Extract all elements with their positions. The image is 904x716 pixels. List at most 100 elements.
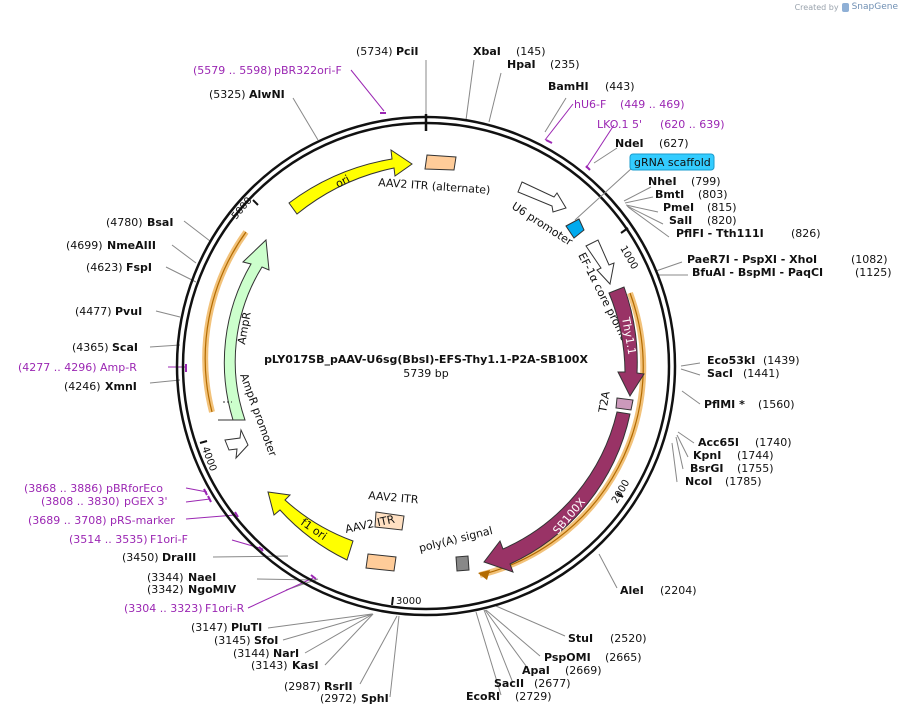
- enzyme-ncoi[interactable]: NcoI: [685, 475, 712, 488]
- ef1a-core-promoter-arrow[interactable]: [585, 239, 615, 286]
- enzyme-kasi[interactable]: KasI: [292, 659, 319, 672]
- enzyme-pos-draiii: (3450): [122, 551, 159, 564]
- enzyme-fspi[interactable]: FspI: [126, 261, 152, 274]
- enzyme-pluti[interactable]: PluTI: [231, 621, 262, 634]
- enzyme-pos-alei: (2204): [660, 584, 697, 597]
- primer-f1ori-f[interactable]: F1ori-F: [150, 533, 188, 546]
- enzyme-kpni[interactable]: KpnI: [693, 449, 721, 462]
- leader-lines: [149, 59, 701, 698]
- ori-feature-arrow[interactable]: [288, 148, 413, 215]
- f1-ori-feature-arrow[interactable]: [267, 491, 354, 561]
- enzyme-pos-acc65i: (1740): [755, 436, 792, 449]
- enzyme-sacii[interactable]: SacII: [494, 677, 524, 690]
- enzyme-bsai[interactable]: BsaI: [147, 216, 173, 229]
- enzyme-pos-nmeaiii: (4699): [66, 239, 103, 252]
- enzyme-ecori[interactable]: EcoRI: [466, 690, 500, 703]
- aav2-itr-block-2[interactable]: [365, 553, 397, 572]
- enzyme-pos-ndei: (627): [659, 137, 689, 150]
- ampr-promoter-arrow[interactable]: [224, 428, 249, 460]
- tick-label-3000: 3000: [396, 596, 421, 607]
- primer-prs-marker[interactable]: pRS-marker: [110, 514, 175, 527]
- primer-range-f1ori-r: (3304 .. 3323): [124, 602, 203, 615]
- t2a-label: T2A: [596, 390, 613, 415]
- primer-amp-r[interactable]: Amp-R: [100, 361, 137, 374]
- enzyme-naei[interactable]: NaeI: [188, 571, 216, 584]
- primer-f1ori-r[interactable]: F1ori-R: [205, 602, 245, 615]
- enzyme-nmeaiii[interactable]: NmeAIII: [107, 239, 156, 252]
- enzyme-ndei[interactable]: NdeI: [615, 137, 644, 150]
- primer-pbrforeco[interactable]: pBRforEco: [106, 482, 163, 495]
- enzyme-pos-paer7i-pspxi-xhoi: (1082): [851, 253, 888, 266]
- enzyme-pos-sphi: (2972): [320, 692, 357, 705]
- enzyme-stui[interactable]: StuI: [568, 632, 593, 645]
- grna-scaffold-tag[interactable]: [629, 153, 715, 171]
- enzyme-pos-xbai: (145): [516, 45, 546, 58]
- enzyme-bsrgi[interactable]: BsrGI: [690, 462, 723, 475]
- aav2-itr-alternate-label: AAV2 ITR (alternate): [378, 176, 491, 197]
- enzyme-sali[interactable]: SalI: [669, 214, 692, 227]
- polya-signal-label: poly(A) signal: [418, 524, 494, 555]
- grna-scaffold-block[interactable]: [565, 218, 585, 239]
- enzyme-pcii[interactable]: PciI: [396, 45, 418, 58]
- backbone-inner-ring: [181, 121, 671, 611]
- sb100x-feature-arrow[interactable]: [483, 411, 631, 573]
- enzyme-hpai[interactable]: HpaI: [507, 58, 536, 71]
- enzyme-xmni[interactable]: XmnI: [105, 380, 137, 393]
- enzyme-pos-stui: (2520): [610, 632, 647, 645]
- primer-range-lko1-5: (620 .. 639): [660, 118, 725, 131]
- thy1-feature-arrow[interactable]: [608, 286, 645, 398]
- enzyme-pos-sali: (820): [707, 214, 737, 227]
- ampr-feature-arrow[interactable]: [218, 238, 270, 421]
- primer-leaders: [168, 69, 615, 609]
- primer-sites: [185, 112, 591, 580]
- enzyme-nari[interactable]: NarI: [273, 647, 299, 660]
- u6-promoter-arrow[interactable]: [517, 181, 567, 213]
- tick-label-1000: 1000: [617, 244, 639, 272]
- enzyme-apai[interactable]: ApaI: [522, 664, 550, 677]
- enzyme-alei[interactable]: AleI: [620, 584, 644, 597]
- enzyme-pflmi[interactable]: PflMI *: [704, 398, 745, 411]
- enzyme-draiii[interactable]: DraIII: [162, 551, 196, 564]
- enzyme-sfoi[interactable]: SfoI: [254, 634, 278, 647]
- enzyme-sphi[interactable]: SphI: [361, 692, 389, 705]
- enzyme-alwni[interactable]: AlwNI: [249, 88, 285, 101]
- polya-signal-block[interactable]: [455, 555, 470, 572]
- enzyme-bamhi[interactable]: BamHI: [548, 80, 589, 93]
- enzyme-nhei[interactable]: NheI: [648, 175, 677, 188]
- enzyme-eco53ki[interactable]: Eco53kI: [707, 354, 755, 367]
- plasmid-name: pLY017SB_pAAV-U6sg(BbsI)-EFS-Thy1.1-P2A-…: [264, 353, 588, 366]
- enzyme-xbai[interactable]: XbaI: [473, 45, 501, 58]
- enzyme-pos-ecori: (2729): [515, 690, 552, 703]
- enzyme-pvui[interactable]: PvuI: [115, 305, 142, 318]
- enzyme-scai[interactable]: ScaI: [112, 341, 138, 354]
- aav2-itr-block-1[interactable]: [374, 511, 405, 531]
- enzyme-pos-pluti: (3147): [191, 621, 228, 634]
- aav2-itr-alternate-block[interactable]: [424, 154, 457, 171]
- enzyme-acc65i[interactable]: Acc65I: [698, 436, 739, 449]
- primer-pbr322ori-f[interactable]: pBR322ori-F: [274, 64, 342, 77]
- enzyme-pos-bfuai-bspmi-paqci: (1125): [855, 266, 892, 279]
- enzyme-pos-kpni: (1744): [737, 449, 774, 462]
- enzyme-pos-pvui: (4477): [75, 305, 112, 318]
- enzyme-saci[interactable]: SacI: [707, 367, 733, 380]
- primer-pgex-3[interactable]: pGEX 3': [124, 495, 168, 508]
- enzyme-pspomi[interactable]: PspOMI: [544, 651, 591, 664]
- brand-name: SnapGene: [851, 2, 898, 12]
- enzyme-pos-ncoi: (1785): [725, 475, 762, 488]
- enzyme-pmei[interactable]: PmeI: [663, 201, 694, 214]
- ori-label: ori: [333, 172, 352, 190]
- enzyme-bfuai-bspmi-paqci[interactable]: BfuAI - BspMI - PaqCI: [692, 266, 823, 279]
- enzyme-pflfi-tth111i[interactable]: PflFI - Tth111I: [676, 227, 764, 240]
- primer-range-pbrforeco: (3868 .. 3886): [24, 482, 103, 495]
- primer-hu6-f[interactable]: hU6-F: [574, 98, 606, 111]
- primer-lko1-5[interactable]: LKO.1 5': [597, 118, 642, 131]
- enzyme-pos-sacii: (2677): [534, 677, 571, 690]
- t2a-block[interactable]: [615, 397, 634, 411]
- enzyme-bmti[interactable]: BmtI: [655, 188, 684, 201]
- enzyme-paer7i-pspxi-xhoi[interactable]: PaeR7I - PspXI - XhoI: [687, 253, 817, 266]
- enzyme-rsrii[interactable]: RsrII: [324, 680, 353, 693]
- enzyme-ngomiv[interactable]: NgoMIV: [188, 583, 237, 596]
- enzyme-pos-pflmi: (1560): [758, 398, 795, 411]
- enzyme-pos-bsai: (4780): [106, 216, 143, 229]
